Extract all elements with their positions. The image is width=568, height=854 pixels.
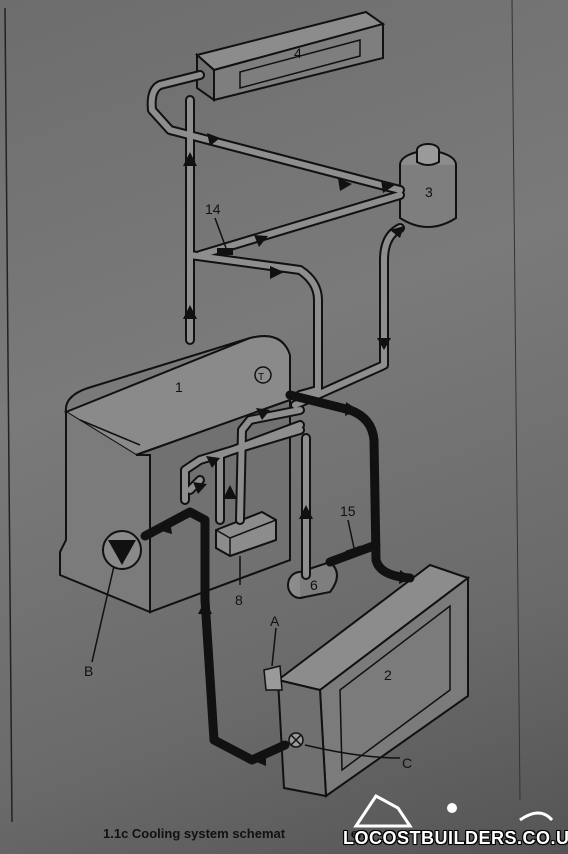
top-radiator-hose <box>285 390 415 583</box>
flow-arrows <box>158 133 412 766</box>
hose-clamp-15 <box>345 545 363 558</box>
label-6: 6 <box>310 577 318 593</box>
caption-text: 1.1c Cooling system schemat <box>103 826 286 841</box>
caption-tail: en <box>350 826 366 841</box>
label-b: B <box>84 663 93 679</box>
label-8: 8 <box>235 592 243 608</box>
label-t: T <box>258 372 264 383</box>
pipe-fills <box>148 72 403 578</box>
watermark-text: LOCOSTBUILDERS.CO.UK <box>343 828 568 848</box>
label-15: 15 <box>340 503 356 519</box>
frame-left-line <box>4 7 13 823</box>
label-14: 14 <box>205 201 221 217</box>
expansion-tank <box>399 143 457 228</box>
label-a: A <box>270 613 280 629</box>
water-pump <box>102 530 142 570</box>
hose-clamp-14 <box>217 248 233 255</box>
label-2: 2 <box>384 667 392 683</box>
label-4: 4 <box>294 45 302 61</box>
radiator <box>263 563 471 798</box>
thermostat-icon <box>254 366 272 384</box>
leader-lines <box>91 217 401 759</box>
label-c: C <box>402 755 412 771</box>
heater-matrix <box>194 10 386 102</box>
frame-right-line <box>511 0 521 801</box>
label-3: 3 <box>425 184 433 200</box>
figure-caption: 1.1c Cooling system schemat en <box>103 826 366 841</box>
label-1: 1 <box>175 379 183 395</box>
manifold-unit <box>215 510 277 558</box>
radiator-sensor <box>263 665 283 691</box>
